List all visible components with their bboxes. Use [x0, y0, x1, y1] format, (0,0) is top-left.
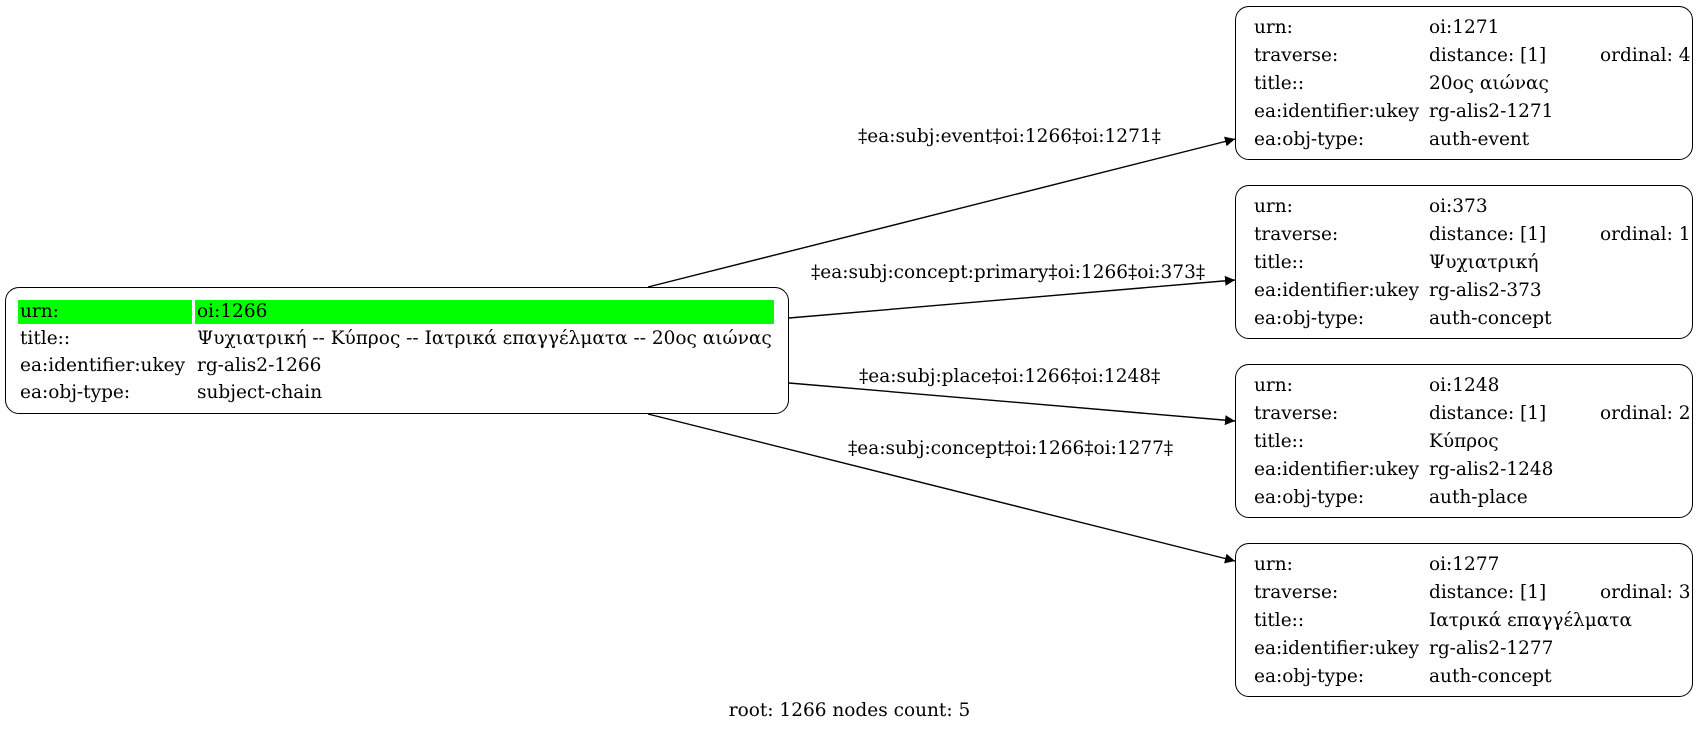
root-ukey-key: ea:identifier:ukey — [20, 355, 186, 376]
distance-value: distance: [1] — [1429, 403, 1547, 424]
urn-key: urn: — [1254, 196, 1293, 217]
edge-label-place: ‡ea:subj:place‡oi:1266‡oi:1248‡ — [859, 366, 1161, 387]
root-urn-value: oi:1266 — [195, 300, 774, 324]
urn-row: urn: oi:1271 — [1252, 14, 1693, 41]
ukey-value: rg-alis2-1248 — [1429, 459, 1554, 480]
root-title-key: title:: — [20, 328, 71, 349]
urn-value: oi:1277 — [1429, 554, 1500, 575]
traverse-row: traverse: distance: [1] ordinal: 2 — [1252, 400, 1693, 427]
ukey-row: ea:identifier:ukey rg-alis2-1271 — [1252, 98, 1693, 125]
title-row: title::Ιατρικά επαγγέλματα — [1252, 607, 1693, 634]
type-row: ea:obj-type: auth-concept — [1252, 305, 1693, 332]
title-value: Ιατρικά επαγγέλματα — [1429, 610, 1633, 631]
type-value: auth-concept — [1429, 666, 1552, 687]
title-key: title:: — [1254, 610, 1305, 631]
child-node-table: urn: oi:1277 traverse: distance: [1] ordina… — [1249, 550, 1696, 691]
ukey-row: ea:identifier:ukey rg-alis2-373 — [1252, 277, 1693, 304]
root-urn-row: urn: oi:1266 — [18, 300, 774, 324]
urn-key: urn: — [1254, 375, 1293, 396]
graph-caption: root: 1266 nodes count: 5 — [728, 700, 971, 721]
urn-value: oi:1248 — [1429, 375, 1500, 396]
root-ukey-row: ea:identifier:ukey rg-alis2-1266 — [18, 354, 774, 378]
type-key: ea:obj-type: — [1254, 308, 1365, 329]
title-value: Ψυχιατρική — [1429, 252, 1539, 273]
traverse-key: traverse: — [1254, 45, 1339, 66]
distance-value: distance: [1] — [1429, 45, 1547, 66]
edge-concept — [647, 413, 1236, 564]
child-node-table: urn: oi:1271 traverse: distance: [1] ordina… — [1249, 13, 1696, 154]
ukey-row: ea:identifier:ukey rg-alis2-1277 — [1252, 635, 1693, 662]
child-node-1271[interactable]: urn: oi:1271 traverse: distance: [1] ordina… — [1235, 6, 1693, 160]
ukey-row: ea:identifier:ukey rg-alis2-1248 — [1252, 456, 1693, 483]
urn-row: urn: oi:1277 — [1252, 551, 1693, 578]
title-row: title::Ψυχιατρική — [1252, 249, 1693, 276]
title-key: title:: — [1254, 431, 1305, 452]
title-key: title:: — [1254, 252, 1305, 273]
root-title-row: title:: Ψυχιατρική -- Κύπρος -- Ιατρικά … — [18, 327, 774, 351]
edge-place — [788, 382, 1236, 426]
ordinal-value: ordinal: 3 — [1600, 582, 1691, 603]
type-value: auth-place — [1429, 487, 1528, 508]
title-value: 20ος αιώνας — [1429, 73, 1549, 94]
traverse-row: traverse: distance: [1] ordinal: 3 — [1252, 579, 1693, 606]
child-node-1277[interactable]: urn: oi:1277 traverse: distance: [1] ordina… — [1235, 543, 1693, 697]
title-row: title::20ος αιώνας — [1252, 70, 1693, 97]
root-title-value: Ψυχιατρική -- Κύπρος -- Ιατρικά επαγγέλμ… — [197, 328, 772, 349]
ukey-value: rg-alis2-373 — [1429, 280, 1542, 301]
child-node-373[interactable]: urn: oi:373 traverse: distance: [1] ordinal… — [1235, 185, 1693, 339]
urn-key: urn: — [1254, 17, 1293, 38]
type-key: ea:obj-type: — [1254, 129, 1365, 150]
distance-value: distance: [1] — [1429, 224, 1547, 245]
type-row: ea:obj-type: auth-concept — [1252, 663, 1693, 690]
ukey-value: rg-alis2-1277 — [1429, 638, 1554, 659]
urn-key: urn: — [1254, 554, 1293, 575]
child-node-1248[interactable]: urn: oi:1248 traverse: distance: [1] ordina… — [1235, 364, 1693, 518]
root-type-row: ea:obj-type: subject-chain — [18, 381, 774, 405]
ordinal-value: ordinal: 1 — [1600, 224, 1691, 245]
type-row: ea:obj-type: auth-place — [1252, 484, 1693, 511]
ordinal-value: ordinal: 4 — [1600, 45, 1691, 66]
root-urn-key: urn: — [18, 300, 192, 324]
urn-row: urn: oi:373 — [1252, 193, 1693, 220]
edge-concept-primary — [788, 275, 1236, 319]
traverse-row: traverse: distance: [1] ordinal: 1 — [1252, 221, 1693, 248]
ordinal-value: ordinal: 2 — [1600, 403, 1691, 424]
title-row: title::Κύπρος — [1252, 428, 1693, 455]
type-row: ea:obj-type: auth-event — [1252, 126, 1693, 153]
edge-event — [647, 136, 1236, 288]
traverse-key: traverse: — [1254, 582, 1339, 603]
ukey-key: ea:identifier:ukey — [1254, 101, 1420, 122]
title-key: title:: — [1254, 73, 1305, 94]
edge-label-concept-primary: ‡ea:subj:concept:primary‡oi:1266‡oi:373‡ — [811, 262, 1206, 283]
edge-label-event: ‡ea:subj:event‡oi:1266‡oi:1271‡ — [858, 126, 1161, 147]
root-ukey-value: rg-alis2-1266 — [197, 355, 322, 376]
urn-value: oi:1271 — [1429, 17, 1500, 38]
traverse-row: traverse: distance: [1] ordinal: 4 — [1252, 42, 1693, 69]
urn-row: urn: oi:1248 — [1252, 372, 1693, 399]
ukey-key: ea:identifier:ukey — [1254, 280, 1420, 301]
root-node-table: urn: oi:1266 title:: Ψυχιατρική -- Κύπρο… — [15, 297, 777, 408]
edge-label-concept: ‡ea:subj:concept‡oi:1266‡oi:1277‡ — [848, 438, 1174, 459]
root-type-value: subject-chain — [197, 382, 323, 403]
child-node-table: urn: oi:1248 traverse: distance: [1] ordina… — [1249, 371, 1696, 512]
title-value: Κύπρος — [1429, 431, 1499, 452]
type-key: ea:obj-type: — [1254, 487, 1365, 508]
type-value: auth-concept — [1429, 308, 1552, 329]
ukey-value: rg-alis2-1271 — [1429, 101, 1554, 122]
traverse-key: traverse: — [1254, 403, 1339, 424]
urn-value: oi:373 — [1429, 196, 1488, 217]
ukey-key: ea:identifier:ukey — [1254, 459, 1420, 480]
ukey-key: ea:identifier:ukey — [1254, 638, 1420, 659]
child-node-table: urn: oi:373 traverse: distance: [1] ordinal… — [1249, 192, 1696, 333]
distance-value: distance: [1] — [1429, 582, 1547, 603]
type-value: auth-event — [1429, 129, 1530, 150]
root-type-key: ea:obj-type: — [20, 382, 131, 403]
traverse-key: traverse: — [1254, 224, 1339, 245]
type-key: ea:obj-type: — [1254, 666, 1365, 687]
root-node[interactable]: urn: oi:1266 title:: Ψυχιατρική -- Κύπρο… — [5, 287, 789, 414]
